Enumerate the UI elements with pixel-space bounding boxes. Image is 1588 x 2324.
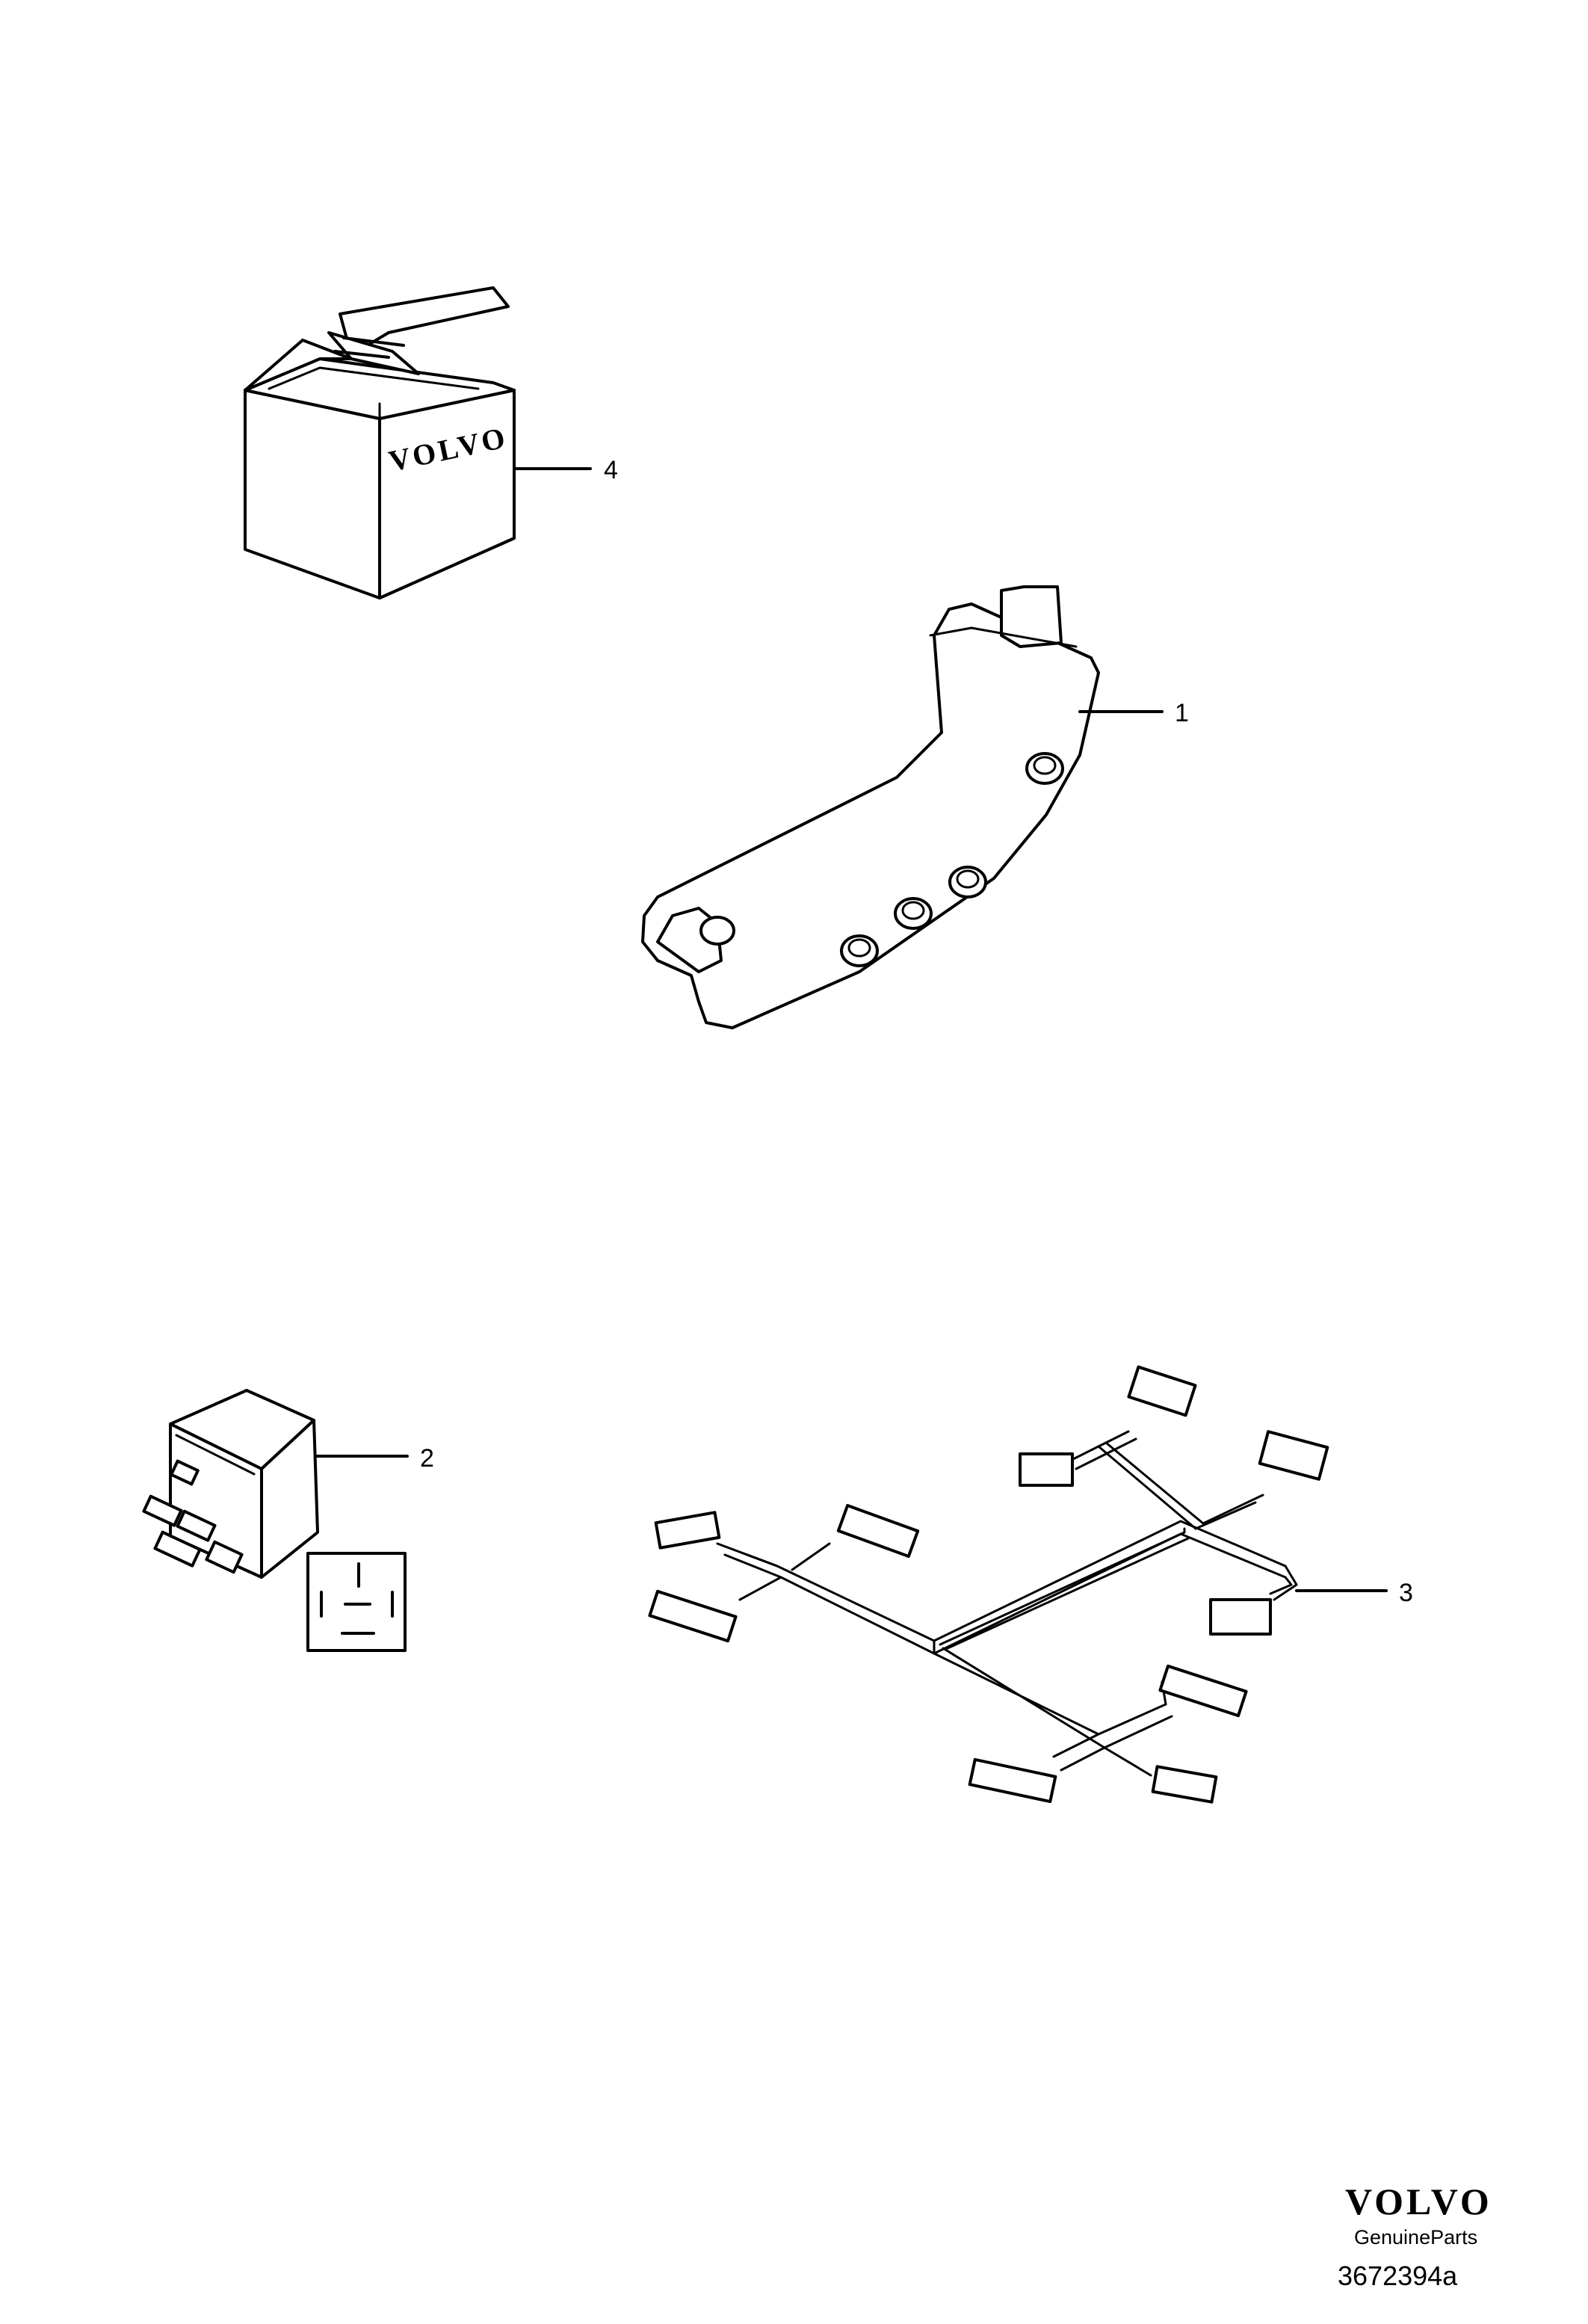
brand-block: VOLVO GenuineParts 3672394a <box>1338 2180 1492 2291</box>
part-4-box: VOLVO 4 <box>244 286 618 600</box>
part-2-relay: 2 <box>142 1389 434 1652</box>
brand-logo-text: VOLVO <box>1345 2180 1492 2222</box>
button-knobs <box>840 752 1064 967</box>
callout-label-3: 3 <box>1399 1579 1413 1607</box>
part-1-control-panel: 1 <box>641 585 1189 1029</box>
callout-label-4: 4 <box>604 456 618 484</box>
harness-connectors <box>648 1365 1329 1804</box>
brand-subtitle: GenuineParts <box>1354 2226 1477 2249</box>
document-number: 3672394a <box>1338 2260 1458 2291</box>
callout-label-1: 1 <box>1175 699 1189 727</box>
callout-label-2: 2 <box>420 1444 434 1473</box>
part-3-wiring-harness: 3 <box>648 1365 1413 1804</box>
